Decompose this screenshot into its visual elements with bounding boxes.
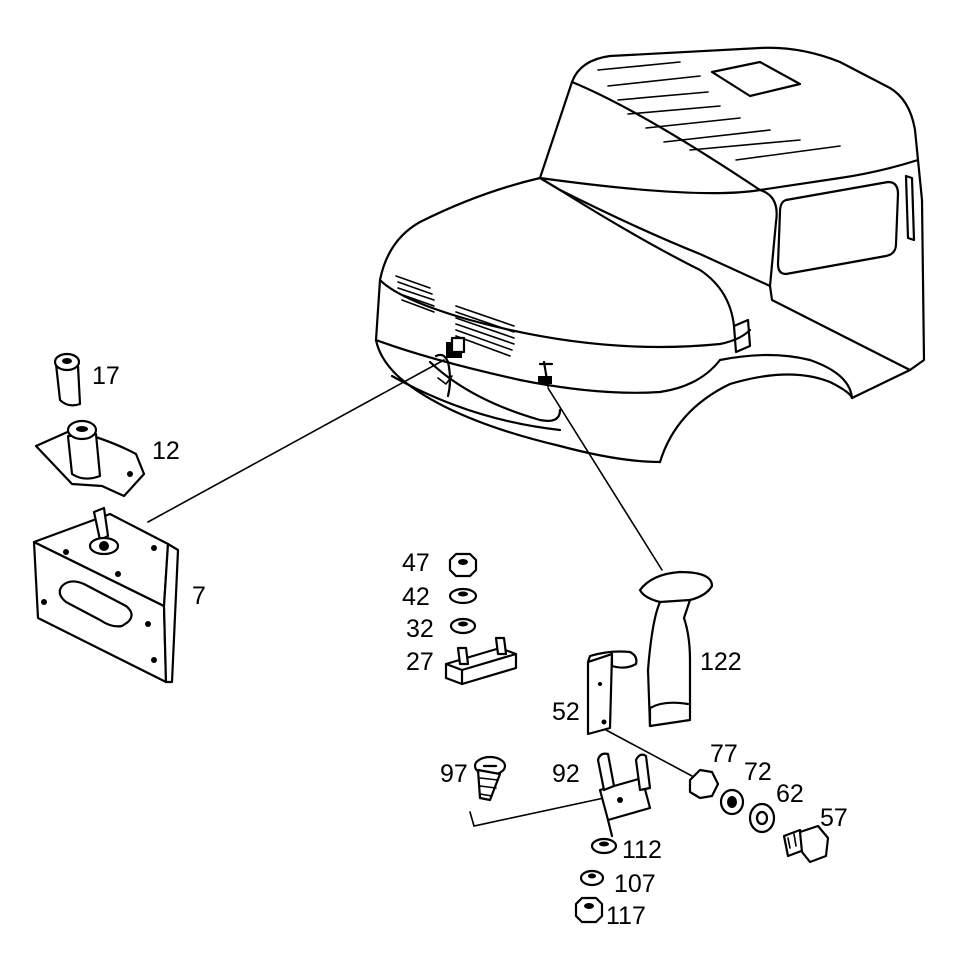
label-112: 112 <box>622 836 662 864</box>
label-57: 57 <box>820 804 848 832</box>
label-77: 77 <box>710 740 738 768</box>
label-32: 32 <box>406 615 434 643</box>
nut-47-icon <box>448 552 478 578</box>
label-122: 122 <box>700 648 742 676</box>
rubber-boot-12-icon <box>34 419 146 498</box>
mounting-bracket-icon <box>32 506 180 684</box>
nut-77-icon <box>688 768 720 800</box>
sleeve-17-icon <box>53 352 82 407</box>
nut-117-icon <box>574 896 604 924</box>
handle-grip-122-icon <box>638 570 714 728</box>
latch-plate-52-icon <box>586 650 638 736</box>
label-27: 27 <box>406 648 434 676</box>
washer-42-icon <box>448 587 478 605</box>
leader-line-122 <box>547 387 663 571</box>
label-97: 97 <box>440 760 468 788</box>
label-42: 42 <box>402 583 430 611</box>
label-117: 117 <box>606 902 646 930</box>
label-107: 107 <box>614 870 656 898</box>
label-72: 72 <box>744 758 772 786</box>
label-7: 7 <box>192 582 206 610</box>
washer-107-icon <box>579 869 605 887</box>
label-17: 17 <box>92 362 120 390</box>
label-12: 12 <box>152 437 180 465</box>
label-52: 52 <box>552 698 580 726</box>
label-47: 47 <box>402 549 430 577</box>
label-92: 92 <box>552 760 580 788</box>
leader-line-77 <box>605 729 693 777</box>
leader-line-97 <box>469 797 605 827</box>
truck-cab-icon <box>374 46 926 464</box>
washer-112-icon <box>590 837 618 855</box>
rubber-pad-27-icon <box>444 636 518 686</box>
washer-32-icon <box>449 617 477 635</box>
hinge-bracket-92-icon <box>596 752 652 838</box>
leader-line-7 <box>147 359 445 523</box>
screw-97-icon <box>473 755 507 802</box>
washer-62-icon <box>748 802 776 834</box>
washer-72-icon <box>719 788 745 816</box>
label-62: 62 <box>776 780 804 808</box>
bolt-57-icon <box>782 824 830 864</box>
